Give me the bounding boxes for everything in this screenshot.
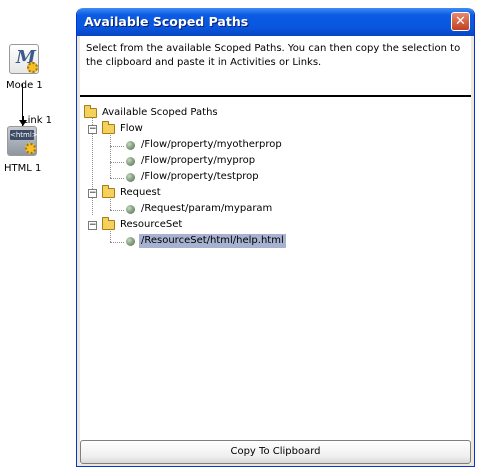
tree-connector	[110, 197, 111, 210]
tree-group-label: Flow	[120, 123, 143, 134]
tree-connector	[110, 178, 124, 179]
tree-item-label: /Flow/property/myprop	[141, 155, 256, 166]
tree-group-label: ResourceSet	[120, 219, 183, 230]
html-node-icon[interactable]: <html>	[7, 126, 38, 156]
collapse-toggle-icon[interactable]: −	[88, 125, 97, 134]
html-node-label: HTML 1	[4, 163, 42, 174]
link-connector[interactable]	[22, 84, 23, 126]
tree-item-selected[interactable]: /ResourceSet/html/help.html	[126, 234, 326, 248]
folder-open-icon	[84, 105, 97, 118]
tree-connector	[110, 229, 111, 242]
tree-root-label: Available Scoped Paths	[102, 107, 218, 118]
html-tag-icon: <html>	[10, 130, 38, 140]
tree-group-label: Request	[120, 187, 161, 198]
tree-item[interactable]: /Flow/property/testprop	[126, 170, 326, 184]
dialog-title: Available Scoped Paths	[84, 14, 249, 29]
mode-node-label: Mode 1	[6, 80, 43, 91]
tree-connector	[110, 210, 124, 211]
copy-to-clipboard-button[interactable]: Copy To Clipboard	[80, 440, 471, 464]
tree-item[interactable]: /Request/param/myparam	[126, 202, 326, 216]
collapse-toggle-icon[interactable]: −	[88, 221, 97, 230]
tree-item[interactable]: /Flow/property/myprop	[126, 154, 326, 168]
minus-icon: −	[89, 188, 97, 198]
separator	[80, 95, 471, 97]
property-leaf-icon	[126, 157, 135, 166]
tree-connector	[110, 162, 124, 163]
collapse-toggle-icon[interactable]: −	[88, 189, 97, 198]
tree-connector	[110, 133, 111, 178]
property-leaf-icon	[126, 237, 135, 246]
close-button[interactable]: ✕	[451, 12, 470, 31]
folder-open-icon	[102, 185, 115, 198]
tree-connector	[110, 146, 124, 147]
dialog-body: Select from the available Scoped Paths. …	[80, 36, 471, 464]
property-leaf-icon	[126, 173, 135, 182]
gear-icon	[27, 62, 38, 73]
tree-item[interactable]: /Flow/property/myotherprop	[126, 138, 326, 152]
property-leaf-icon	[126, 141, 135, 150]
folder-open-icon	[102, 121, 115, 134]
mode-node-icon[interactable]: M	[9, 44, 39, 74]
scoped-paths-dialog: Available Scoped Paths ✕ Select from the…	[76, 8, 475, 467]
tree-item-label: /Flow/property/myotherprop	[141, 139, 282, 150]
minus-icon: −	[89, 220, 97, 230]
tree-connector	[92, 117, 93, 215]
folder-open-icon	[102, 217, 115, 230]
instructions-text: Select from the available Scoped Paths. …	[86, 43, 461, 68]
minus-icon: −	[89, 124, 97, 134]
close-icon: ✕	[455, 14, 466, 29]
tree-connector	[110, 242, 124, 243]
dialog-titlebar[interactable]: Available Scoped Paths ✕	[77, 8, 474, 36]
tree-item-label: /Flow/property/testprop	[141, 171, 259, 182]
arrow-down-icon	[19, 120, 27, 126]
tree-item-label: /ResourceSet/html/help.html	[139, 234, 286, 248]
gear-icon	[25, 143, 36, 154]
tree-item-label: /Request/param/myparam	[141, 203, 273, 214]
property-leaf-icon	[126, 205, 135, 214]
link-label: Link 1	[22, 115, 53, 126]
